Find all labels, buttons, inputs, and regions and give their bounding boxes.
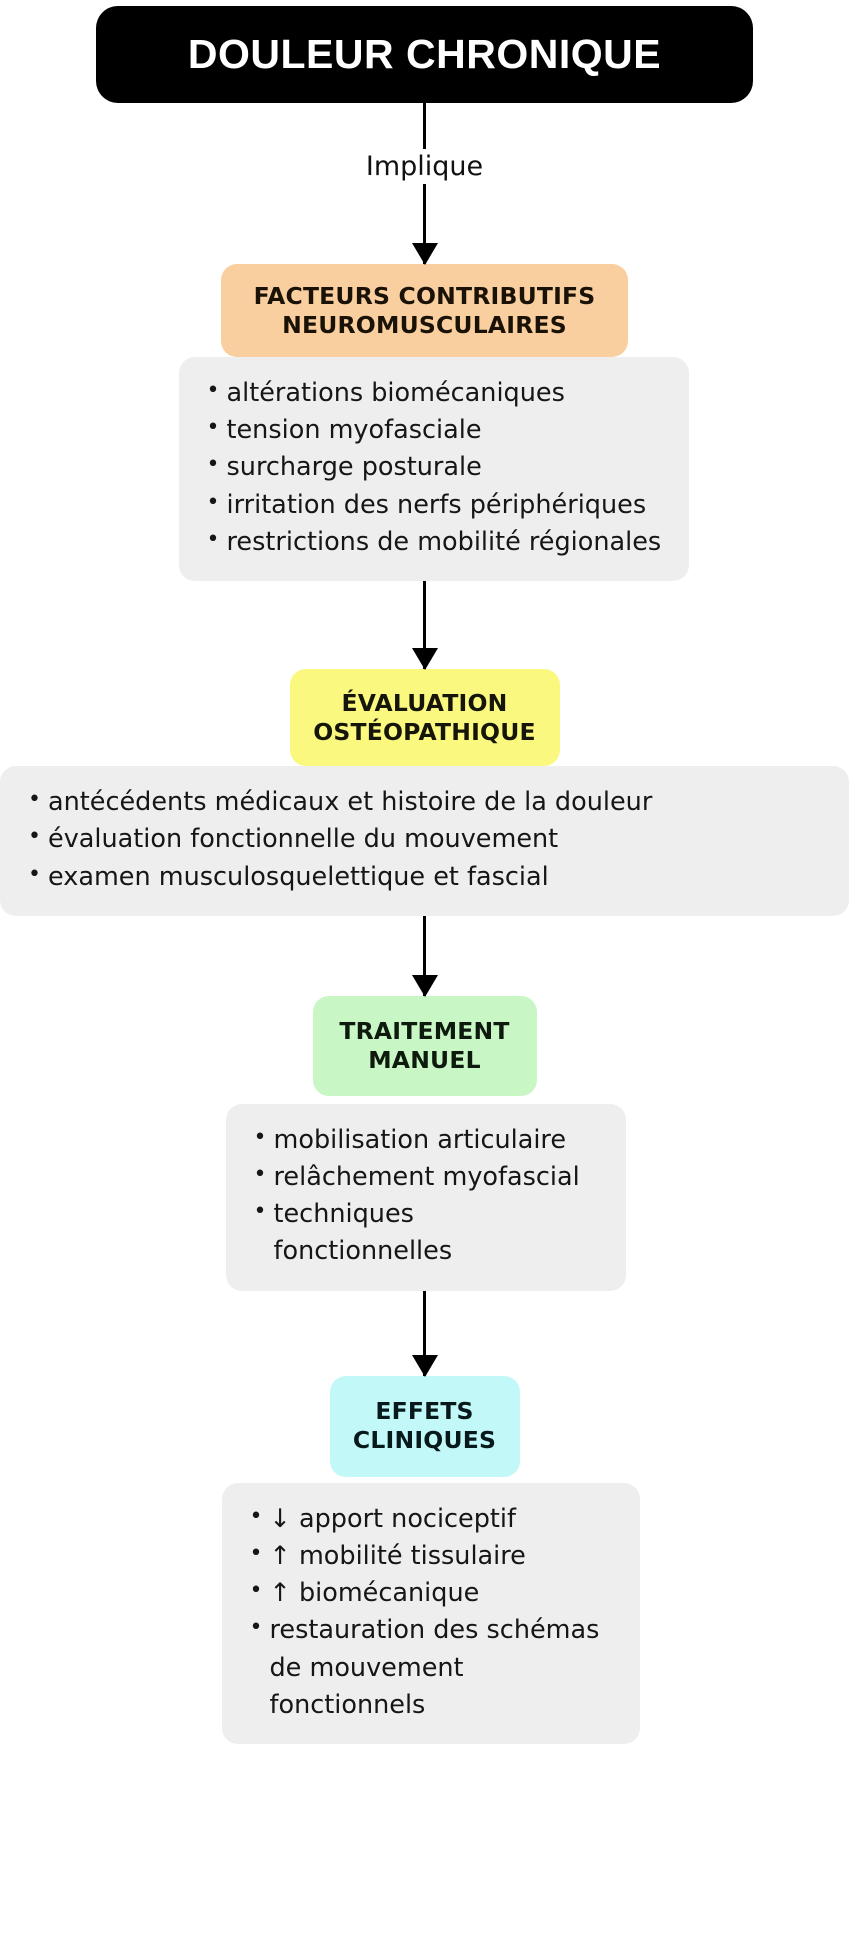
node-line-2: OSTÉOPATHIQUE bbox=[313, 717, 536, 746]
panel-traitement: mobilisation articulaire relâchement myo… bbox=[225, 1103, 626, 1291]
node-effets-cliniques: EFFETS CLINIQUES bbox=[329, 1375, 520, 1477]
list-effets: ↓ apport nociceptif ↑ mobilité tissulair… bbox=[248, 1500, 614, 1724]
page-title: DOULEUR CHRONIQUE bbox=[187, 31, 662, 78]
list-item: techniques fonctionnelles bbox=[252, 1195, 600, 1270]
node-traitement-manuel: TRAITEMENT MANUEL bbox=[312, 995, 537, 1096]
list-evaluation: antécédents médicaux et histoire de la d… bbox=[26, 783, 823, 896]
node-line-2: CLINIQUES bbox=[352, 1426, 497, 1455]
connector-stem bbox=[423, 915, 426, 996]
list-item: relâchement myofascial bbox=[252, 1158, 600, 1196]
list-item: évaluation fonctionnelle du mouvement bbox=[26, 820, 823, 858]
list-item: ↓ apport nociceptif bbox=[248, 1500, 614, 1538]
connector-stem bbox=[423, 581, 426, 670]
list-item-continuation: de mouvement fonctionnels bbox=[269, 1652, 472, 1720]
arrow-head-icon bbox=[411, 648, 438, 671]
panel-effets: ↓ apport nociceptif ↑ mobilité tissulair… bbox=[221, 1482, 640, 1744]
panel-facteurs-contributifs: altérations biomécaniques tension myofas… bbox=[178, 357, 689, 582]
list-item: restauration des schémas bbox=[248, 1611, 614, 1649]
connector-title-to-label bbox=[423, 103, 426, 149]
list-facteurs-contributifs: altérations biomécaniques tension myofas… bbox=[205, 374, 663, 561]
list-item: restrictions de mobilité régionales bbox=[205, 523, 663, 561]
list-item: ↑ mobilité tissulaire bbox=[248, 1537, 614, 1575]
list-item: surcharge posturale bbox=[205, 448, 663, 486]
list-item: antécédents médicaux et histoire de la d… bbox=[26, 783, 823, 821]
arrow-head-icon bbox=[411, 974, 438, 997]
node-line-2: NEUROMUSCULAIRES bbox=[282, 310, 567, 339]
arrow-head-icon bbox=[411, 243, 438, 265]
arrow-head-icon bbox=[411, 1354, 438, 1377]
node-douleur-chronique: DOULEUR CHRONIQUE bbox=[96, 6, 753, 103]
node-line-1: FACTEURS CONTRIBUTIFS bbox=[253, 281, 596, 310]
connector-evaluation-to-treatment bbox=[411, 915, 438, 997]
connector-stem bbox=[423, 103, 426, 149]
list-item: examen musculosquelettique et fascial bbox=[26, 858, 823, 896]
list-item: mobilisation articulaire bbox=[252, 1121, 600, 1159]
connector-label-to-factors bbox=[411, 184, 438, 265]
list-item: altérations biomécaniques bbox=[205, 374, 663, 412]
edge-label-implique: Implique bbox=[365, 151, 484, 182]
node-evaluation-osteopathique: ÉVALUATION OSTÉOPATHIQUE bbox=[289, 669, 560, 767]
connector-treatment-to-effects bbox=[411, 1290, 438, 1377]
node-line-1: ÉVALUATION bbox=[341, 688, 508, 717]
node-line-1: EFFETS bbox=[375, 1397, 474, 1426]
panel-evaluation: antécédents médicaux et histoire de la d… bbox=[0, 766, 849, 916]
node-facteurs-contributifs: FACTEURS CONTRIBUTIFS NEUROMUSCULAIRES bbox=[221, 264, 628, 357]
node-line-1: TRAITEMENT bbox=[339, 1017, 510, 1046]
list-item: tension myofasciale bbox=[205, 411, 663, 449]
list-item: ↑ biomécanique bbox=[248, 1574, 614, 1612]
node-line-2: MANUEL bbox=[368, 1045, 481, 1074]
connector-stem bbox=[423, 1290, 426, 1376]
connector-stem bbox=[423, 184, 426, 264]
list-traitement: mobilisation articulaire relâchement myo… bbox=[252, 1121, 600, 1271]
list-item: irritation des nerfs périphériques bbox=[205, 486, 663, 524]
connector-factors-to-evaluation bbox=[411, 581, 438, 671]
